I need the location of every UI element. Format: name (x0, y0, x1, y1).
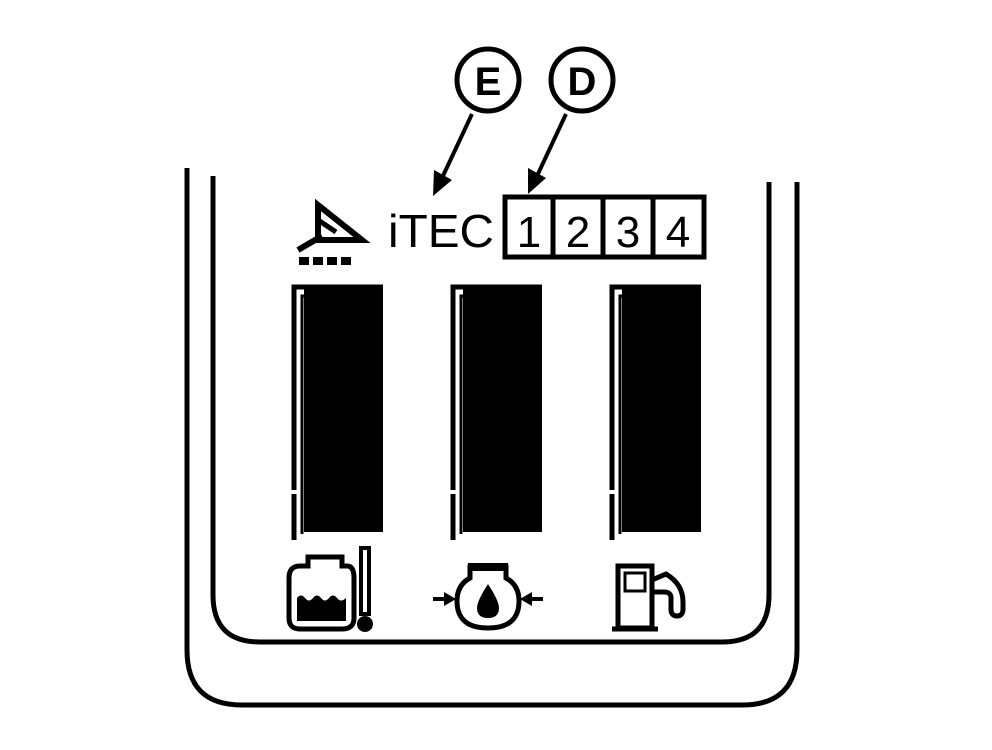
gear-indicator: 1 2 3 4 (502, 194, 707, 260)
fuel-level-gauge-inner-frame (618, 294, 701, 534)
gear-box-4: 4 (666, 208, 690, 257)
callout-e-label: E (475, 60, 502, 104)
callout-d: D (528, 46, 616, 194)
callout-d-label: D (568, 60, 597, 104)
coolant-temperature-icon (286, 546, 373, 632)
callout-d-arrowhead (528, 168, 546, 194)
gear-box-3: 3 (616, 208, 640, 257)
oil-pressure-icon (433, 563, 543, 631)
itec-label: iTEC (388, 205, 494, 257)
callout-e-arrowhead (433, 170, 452, 196)
itec-warning-icon (296, 198, 371, 265)
fuel-level-gauge-bar (622, 287, 701, 532)
inner-bezel (210, 176, 772, 645)
oil-pressure-gauge-inner-frame (459, 294, 542, 534)
oil-pressure-gauge-bar (463, 287, 542, 532)
callout-e: E (433, 46, 522, 196)
fuel-pump-icon (612, 563, 686, 632)
gauge-bars (291, 284, 701, 540)
outer-bezel (184, 168, 800, 708)
gear-box-2: 2 (566, 208, 590, 257)
gear-box-1: 1 (517, 208, 541, 257)
coolant-temperature-gauge-inner-frame (300, 294, 383, 534)
coolant-temperature-gauge-bar (304, 287, 383, 532)
